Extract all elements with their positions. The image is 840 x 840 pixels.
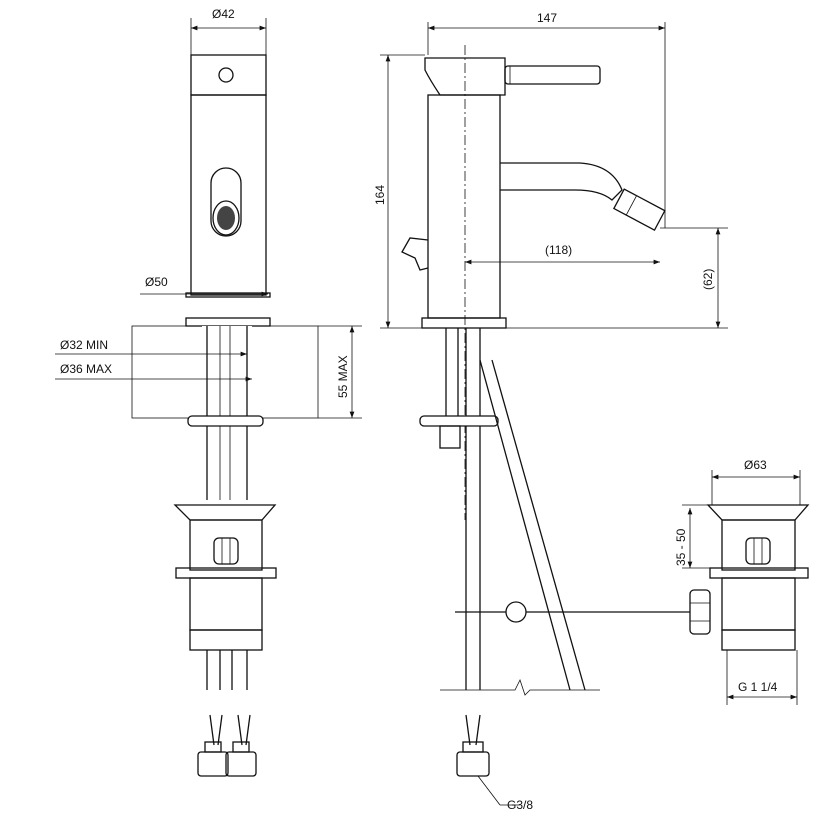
dim-top-diameter: Ø42 (212, 7, 235, 21)
dim-spout-height: (62) (701, 269, 715, 290)
lever (504, 65, 601, 85)
dim-waste-height: 35 - 50 (674, 528, 688, 566)
dim-waste-diameter: Ø63 (744, 458, 767, 472)
dim-deck-thickness: 55 MAX (336, 355, 350, 398)
dim-spout-reach: (118) (545, 243, 572, 257)
dim-supply-thread: G3/8 (507, 798, 533, 812)
dim-base-diameter: Ø50 (145, 275, 168, 289)
dim-total-height: 164 (373, 185, 387, 205)
dim-waste-thread: G 1 1/4 (738, 680, 778, 694)
front-view (131, 54, 319, 777)
dim-hole-min: Ø32 MIN (60, 338, 108, 352)
lever-handle (210, 167, 242, 237)
waste-detail (689, 504, 810, 651)
dim-hole-max: Ø36 MAX (60, 362, 112, 376)
dim-total-depth: 147 (537, 11, 557, 25)
side-view (401, 45, 690, 806)
spout (500, 162, 623, 201)
